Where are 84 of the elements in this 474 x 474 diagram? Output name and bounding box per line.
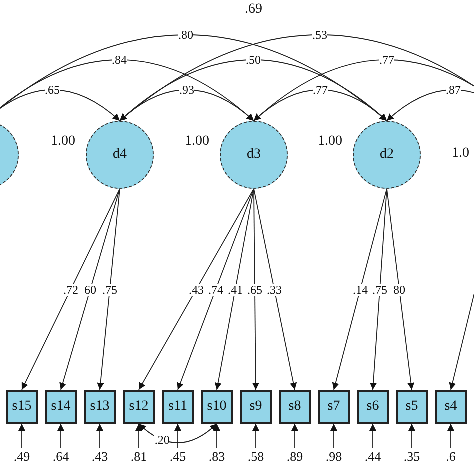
- observed-box: s15: [6, 390, 38, 424]
- arrow: [18, 424, 26, 448]
- arrow: [332, 188, 388, 390]
- arrow: [58, 424, 64, 448]
- arrow: [22, 188, 120, 390]
- arrow: [120, 90, 254, 122]
- observed-box: s6: [357, 390, 389, 424]
- edge-label: .77: [380, 54, 394, 66]
- observed-box: s11: [162, 390, 194, 424]
- arrow: [252, 424, 260, 448]
- node-text: d2: [380, 147, 394, 163]
- arrow: [174, 424, 182, 448]
- error-value: .83: [203, 448, 231, 466]
- arrow: [138, 424, 218, 444]
- arrow: [136, 424, 142, 448]
- observed-box: s12: [123, 390, 155, 424]
- node-text: d3: [247, 147, 261, 163]
- arrow: [60, 188, 120, 390]
- error-value: .35: [398, 448, 426, 466]
- arrow: [254, 60, 474, 122]
- edge-label: .75: [372, 284, 388, 296]
- arrow: [97, 188, 120, 390]
- arrow: [370, 424, 376, 448]
- variance-label: 1.00: [51, 134, 76, 150]
- observed-box: s8: [279, 390, 311, 424]
- arrow: [330, 424, 338, 448]
- variance-label: 1.00: [185, 134, 210, 150]
- observed-box: s4: [435, 390, 467, 424]
- error-value: .49: [8, 448, 36, 466]
- arrow: [254, 90, 388, 122]
- edge-label: .50: [246, 54, 261, 66]
- arrow: [120, 34, 474, 122]
- arrow: [386, 90, 474, 122]
- arrow: [370, 188, 388, 390]
- edge-label: .65: [45, 84, 60, 96]
- error-value: .98: [320, 448, 348, 466]
- edge-label: .43: [189, 284, 204, 296]
- edge-label: .20: [154, 434, 170, 446]
- edge-label: .14: [353, 284, 368, 296]
- arrow: [254, 188, 298, 390]
- arrow: [448, 424, 454, 448]
- observed-box: s5: [396, 390, 428, 424]
- error-value: .64: [47, 448, 75, 466]
- edge-label: .77: [313, 84, 328, 96]
- arrow: [0, 90, 120, 122]
- edge-label: 60: [84, 284, 96, 296]
- error-value: .45: [164, 448, 192, 466]
- observed-box: s13: [84, 390, 116, 424]
- error-value: .43: [86, 448, 114, 466]
- edge-label: .75: [102, 284, 118, 296]
- observed-box: s9: [240, 390, 272, 424]
- edge-label: .74: [208, 284, 224, 296]
- error-value: .44: [359, 448, 387, 466]
- error-value: .81: [125, 448, 153, 466]
- arrow: [386, 188, 415, 390]
- arrow: [292, 424, 298, 448]
- variance-label: 1.00: [318, 134, 342, 150]
- edge-label: .87: [446, 84, 461, 96]
- arrow: [214, 424, 220, 448]
- node-text: d4: [113, 147, 127, 163]
- edge-label: .41: [228, 284, 243, 296]
- edge-label: .33: [267, 284, 282, 296]
- edge-label: 80: [394, 284, 406, 296]
- arrow: [96, 424, 104, 448]
- arrow: [252, 188, 260, 390]
- arrow: [214, 188, 254, 390]
- coefficient-label: .69: [245, 2, 262, 18]
- error-value: .6: [437, 448, 465, 466]
- edge-label: .93: [180, 84, 194, 96]
- edge-label: .53: [312, 29, 328, 41]
- observed-box: s14: [45, 390, 77, 424]
- arrow: [138, 188, 254, 390]
- edge-label: .65: [248, 284, 262, 296]
- arrow: [177, 188, 254, 390]
- edge-label: .80: [178, 29, 194, 41]
- observed-box: s10: [201, 390, 233, 424]
- coefficient-label: 1.0: [452, 146, 470, 162]
- arrow: [408, 424, 416, 448]
- error-value: .89: [281, 448, 309, 466]
- edge-label: .84: [112, 54, 127, 66]
- error-value: .58: [242, 448, 270, 466]
- edge-label: .72: [64, 284, 78, 296]
- arrow: [0, 34, 388, 122]
- observed-box: s7: [318, 390, 350, 424]
